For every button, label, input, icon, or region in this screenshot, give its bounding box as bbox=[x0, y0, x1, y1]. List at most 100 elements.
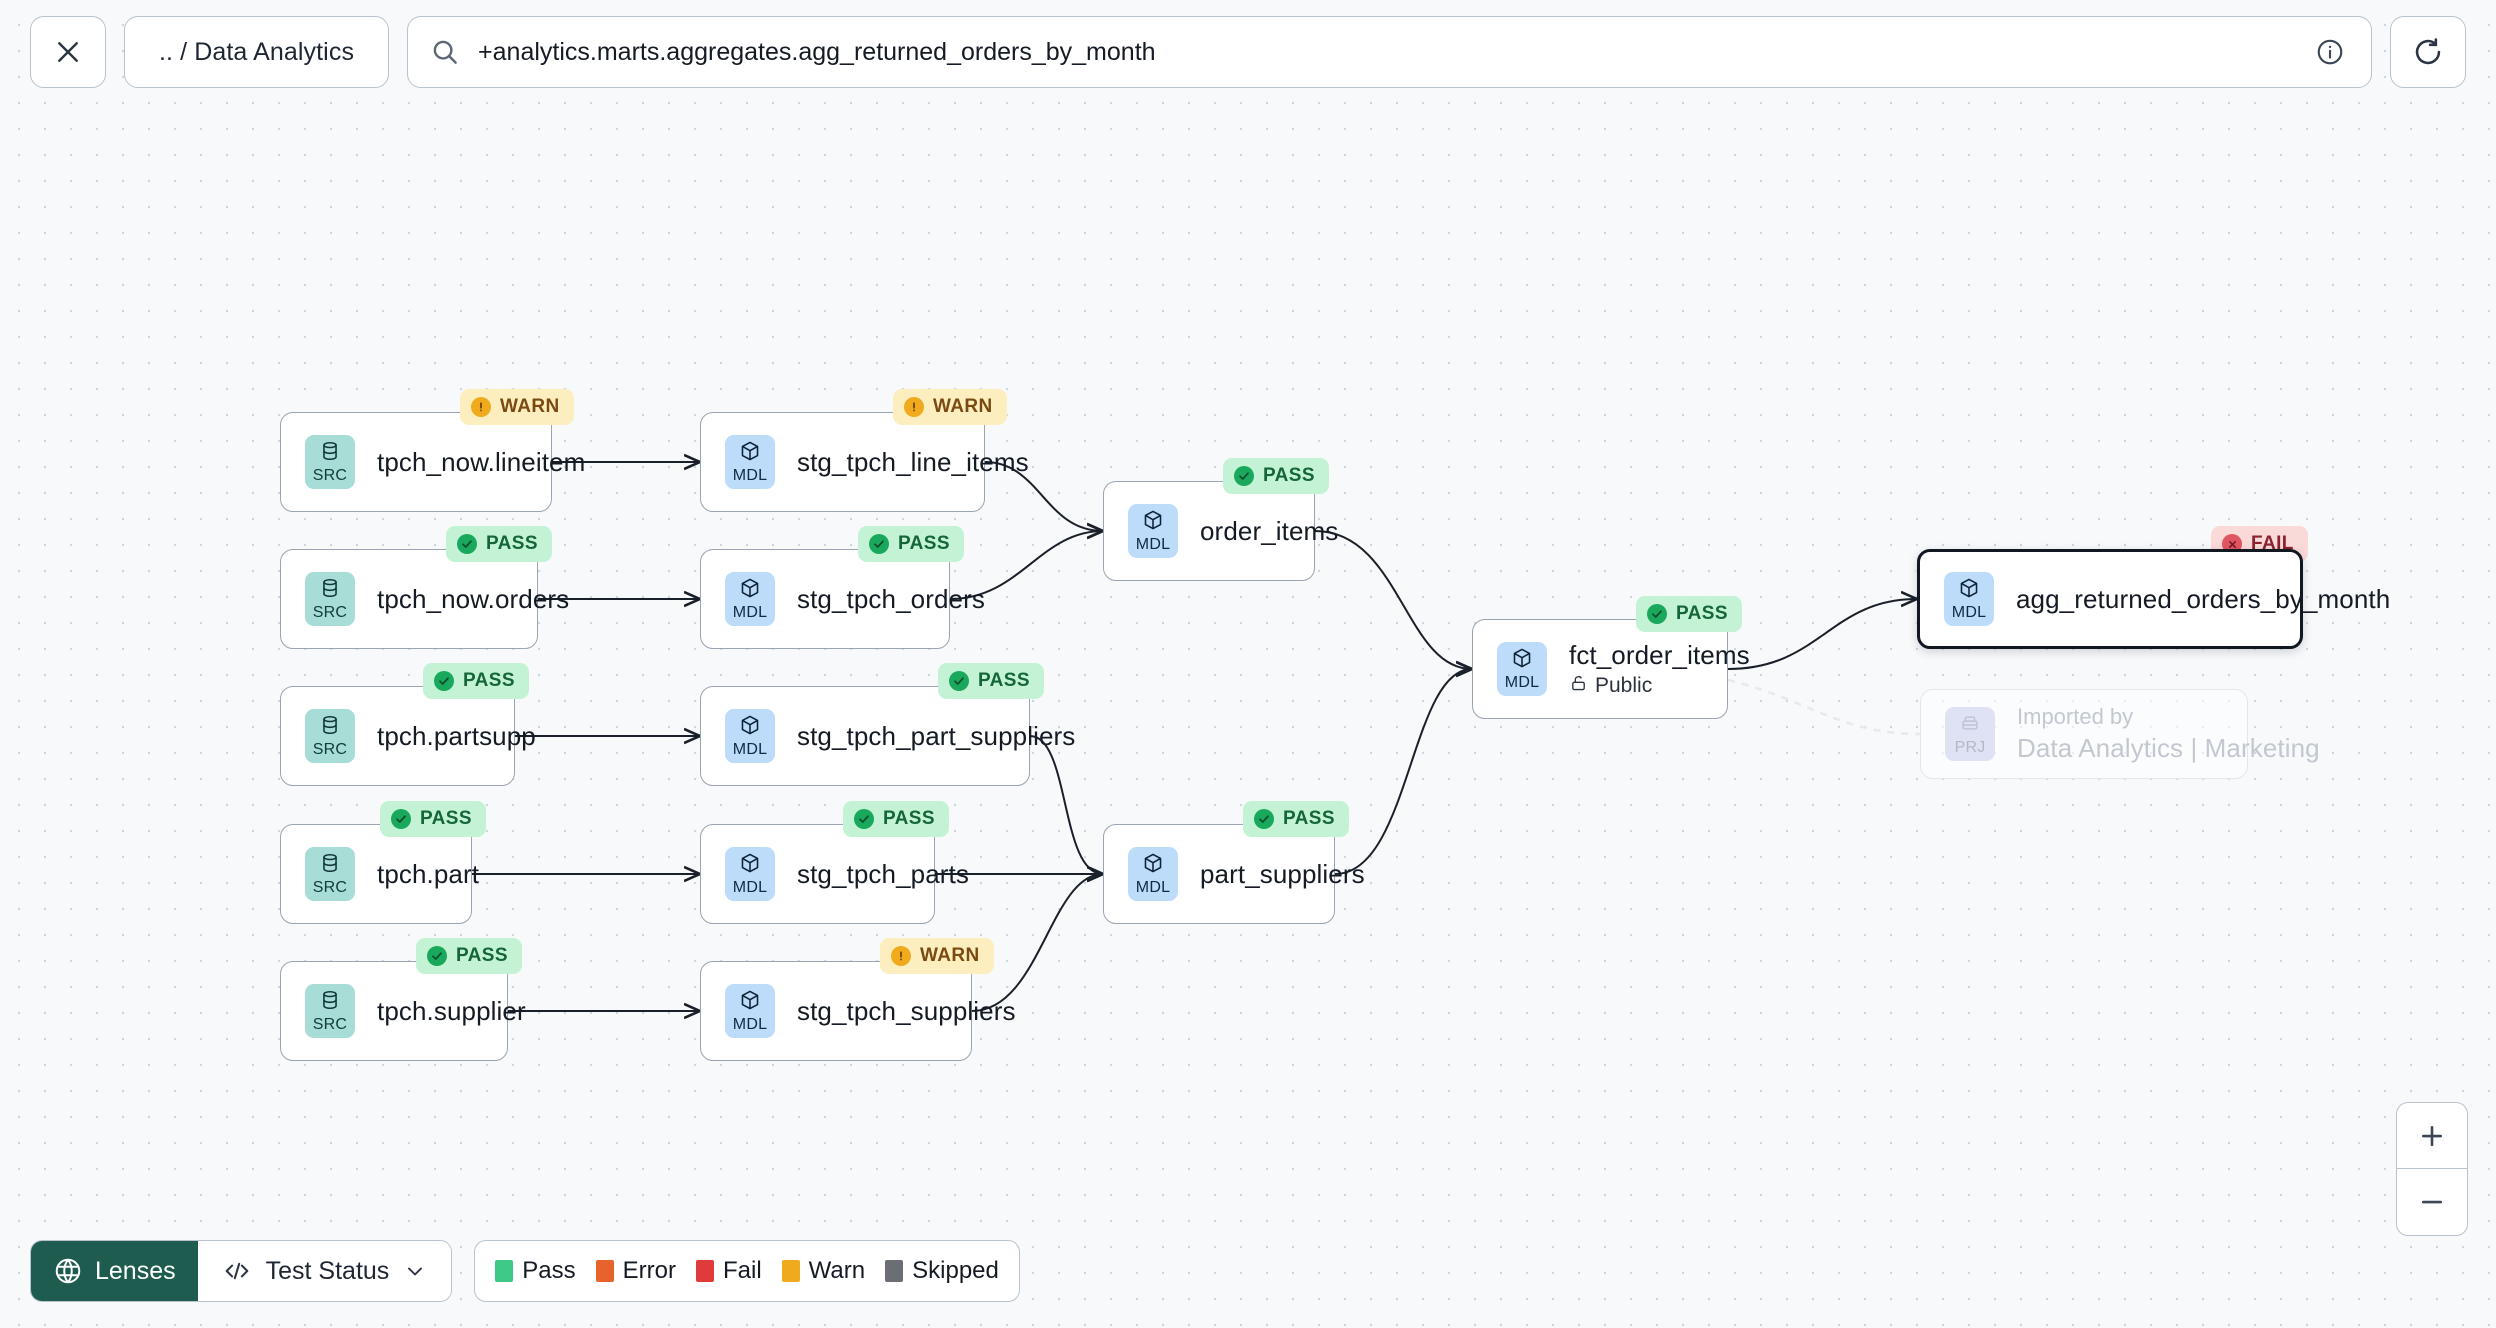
node-overline: Imported by bbox=[2017, 704, 2134, 729]
info-icon[interactable] bbox=[2315, 37, 2345, 67]
legend-label: Error bbox=[622, 1257, 676, 1284]
node-title: Data Analytics | Marketing bbox=[2017, 733, 2320, 763]
status-label: PASS bbox=[463, 670, 515, 691]
type-badge-label: MDL bbox=[732, 879, 768, 896]
graph-node-stg_tpch_part_suppliers[interactable]: MDL stg_tpch_part_suppliers bbox=[700, 686, 1075, 786]
zoom-in-button[interactable] bbox=[2397, 1103, 2467, 1169]
node-title: stg_tpch_suppliers bbox=[797, 995, 1016, 1026]
node-text: tpch_now.lineitem bbox=[377, 447, 585, 478]
status-badge-pass: PASS bbox=[380, 801, 486, 837]
src-type-badge: SRC bbox=[305, 984, 355, 1038]
status-icon bbox=[1234, 466, 1254, 486]
node-text: Imported by Data Analytics | Marketing bbox=[2017, 704, 2320, 764]
legend-swatch bbox=[696, 1260, 714, 1282]
mdl-type-badge: MDL bbox=[1128, 504, 1178, 558]
src-icon bbox=[319, 989, 341, 1016]
graph-node-tpch_partsupp[interactable]: SRC tpch.partsupp bbox=[280, 686, 536, 786]
status-label: WARN bbox=[933, 396, 993, 417]
src-type-badge: SRC bbox=[305, 709, 355, 763]
status-badge-warn: WARN bbox=[460, 389, 574, 425]
status-label: PASS bbox=[486, 533, 538, 554]
status-icon bbox=[427, 946, 447, 966]
mdl-type-badge: MDL bbox=[1497, 642, 1547, 696]
plus-icon bbox=[2417, 1121, 2447, 1151]
refresh-button[interactable] bbox=[2390, 16, 2466, 88]
node-title: stg_tpch_parts bbox=[797, 858, 969, 889]
type-badge-label: SRC bbox=[312, 1016, 348, 1033]
minus-icon bbox=[2417, 1187, 2447, 1217]
node-title: order_items bbox=[1200, 515, 1339, 546]
graph-node-tpch_now_orders[interactable]: SRC tpch_now.orders bbox=[280, 549, 570, 649]
type-badge-label: SRC bbox=[312, 604, 348, 621]
mdl-type-badge: MDL bbox=[725, 847, 775, 901]
src-type-badge: SRC bbox=[305, 572, 355, 626]
node-text: stg_tpch_part_suppliers bbox=[797, 721, 1075, 752]
legend-item-pass[interactable]: Pass bbox=[495, 1257, 576, 1285]
legend-item-error[interactable]: Error bbox=[595, 1257, 676, 1285]
status-badge-warn: WARN bbox=[880, 938, 994, 974]
type-badge-label: MDL bbox=[1135, 879, 1171, 896]
status-icon bbox=[854, 809, 874, 829]
bottom-toolbar: Lenses Test Status Pass Error Fail Warn Skip… bbox=[30, 1240, 1020, 1302]
type-badge-label: MDL bbox=[732, 1016, 768, 1033]
legend-item-skipped[interactable]: Skipped bbox=[885, 1257, 999, 1285]
search-bar[interactable]: +analytics.marts.aggregates.agg_returned… bbox=[407, 16, 2372, 88]
status-icon bbox=[434, 671, 454, 691]
breadcrumb-label: .. / Data Analytics bbox=[159, 37, 355, 66]
graph-node-stg_tpch_suppliers[interactable]: MDL stg_tpch_suppliers bbox=[700, 961, 1016, 1061]
node-title: stg_tpch_orders bbox=[797, 583, 985, 614]
legend-item-warn[interactable]: Warn bbox=[781, 1257, 865, 1285]
status-label: WARN bbox=[500, 396, 560, 417]
node-text: agg_returned_orders_by_month bbox=[2016, 583, 2391, 615]
node-text: tpch.partsupp bbox=[377, 720, 536, 752]
unlock-icon bbox=[1569, 674, 1588, 699]
status-badge-pass: PASS bbox=[1243, 801, 1349, 837]
test-status-label: Test Status bbox=[265, 1256, 390, 1285]
status-badge-pass: PASS bbox=[858, 526, 964, 562]
status-legend: Pass Error Fail Warn Skipped bbox=[474, 1240, 1020, 1302]
mdl-icon bbox=[1511, 647, 1533, 674]
legend-label: Fail bbox=[723, 1257, 762, 1284]
lenses-button[interactable]: Lenses bbox=[31, 1241, 198, 1301]
graph-node-stg_tpch_orders[interactable]: MDL stg_tpch_orders bbox=[700, 549, 985, 649]
graph-node-stg_tpch_parts[interactable]: MDL stg_tpch_parts bbox=[700, 824, 969, 924]
lens-icon bbox=[53, 1256, 83, 1286]
node-text: stg_tpch_suppliers bbox=[797, 995, 1016, 1027]
zoom-out-button[interactable] bbox=[2397, 1169, 2467, 1235]
status-label: PASS bbox=[1283, 808, 1335, 829]
mdl-type-badge: MDL bbox=[725, 984, 775, 1038]
node-text: stg_tpch_orders bbox=[797, 583, 985, 615]
src-icon bbox=[319, 714, 341, 741]
status-icon bbox=[904, 397, 924, 417]
status-icon bbox=[949, 671, 969, 691]
breadcrumb[interactable]: .. / Data Analytics bbox=[124, 16, 390, 88]
node-title: agg_returned_orders_by_month bbox=[2016, 583, 2391, 614]
mdl-type-badge: MDL bbox=[725, 435, 775, 489]
mdl-type-badge: MDL bbox=[725, 572, 775, 626]
status-badge-warn: WARN bbox=[893, 389, 1007, 425]
test-status-dropdown[interactable]: Test Status bbox=[197, 1241, 452, 1301]
legend-item-fail[interactable]: Fail bbox=[696, 1257, 762, 1285]
node-title: tpch_now.orders bbox=[377, 583, 570, 614]
search-input[interactable]: +analytics.marts.aggregates.agg_returned… bbox=[478, 37, 1156, 66]
graph-node-order_items[interactable]: MDL order_items bbox=[1103, 481, 1339, 581]
node-title: tpch.partsupp bbox=[377, 720, 536, 751]
refresh-icon bbox=[2412, 36, 2444, 68]
close-button[interactable] bbox=[30, 16, 106, 88]
status-badge-pass: PASS bbox=[416, 938, 522, 974]
top-toolbar: .. / Data Analytics +analytics.marts.agg… bbox=[0, 0, 2496, 104]
legend-swatch bbox=[595, 1260, 614, 1282]
mdl-type-badge: MDL bbox=[725, 709, 775, 763]
status-icon bbox=[1254, 809, 1274, 829]
status-label: WARN bbox=[920, 945, 980, 966]
